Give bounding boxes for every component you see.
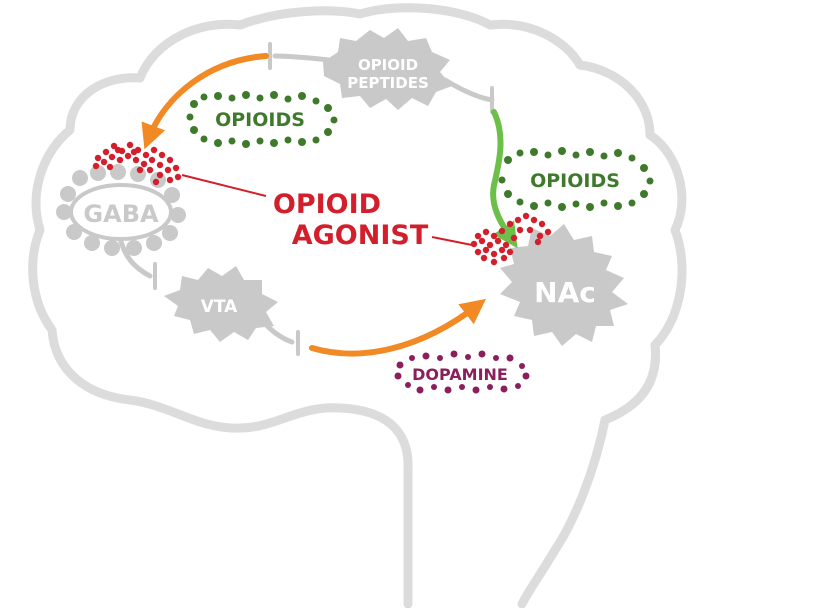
opioids-right-label: OPIOIDS — [530, 170, 620, 192]
opioid-peptides-axon-left — [272, 53, 333, 63]
vta-neuron: VTA — [164, 266, 300, 356]
agonist-label-line2: AGONIST — [292, 220, 429, 251]
agonist-pointer-nac — [431, 236, 473, 246]
agonist-label-line1: OPIOID — [273, 189, 381, 220]
opioid-peptides-label-line1: OPIOID — [358, 56, 418, 74]
nac-body — [500, 224, 628, 346]
gaba-neuron: GABA — [56, 164, 186, 290]
arrow-peptides-to-gaba — [141, 53, 269, 150]
opioids-left-label: OPIOIDS — [215, 109, 305, 131]
nac-neuron: NAc — [500, 224, 628, 346]
opioid-peptides-neuron: OPIOID PEPTIDES — [268, 28, 495, 114]
opioids-cluster-right — [498, 147, 654, 211]
opioid-peptides-body — [323, 28, 452, 110]
opioid-peptides-axon-right — [442, 77, 495, 103]
gaba-body — [69, 183, 173, 241]
dopamine-label: DOPAMINE — [412, 365, 508, 384]
gaba-label: GABA — [83, 200, 159, 228]
vta-label: VTA — [201, 297, 238, 317]
arrow-vta-to-nac — [309, 298, 486, 357]
gaba-receptor-ring — [56, 164, 186, 256]
nac-label: NAc — [534, 276, 596, 309]
gaba-axon — [117, 235, 153, 279]
brain-outline — [28, 3, 687, 609]
dopamine-cluster — [394, 350, 530, 394]
opioid-peptides-label-line2: PEPTIDES — [347, 74, 429, 92]
arrow-peptides-to-nac — [490, 109, 518, 249]
agonist-pointer-gaba — [181, 174, 267, 197]
agonist-cluster-gaba — [92, 141, 182, 186]
opioids-cluster-left — [186, 91, 338, 148]
agonist-cluster-nac — [470, 212, 552, 266]
vta-body — [164, 266, 278, 342]
